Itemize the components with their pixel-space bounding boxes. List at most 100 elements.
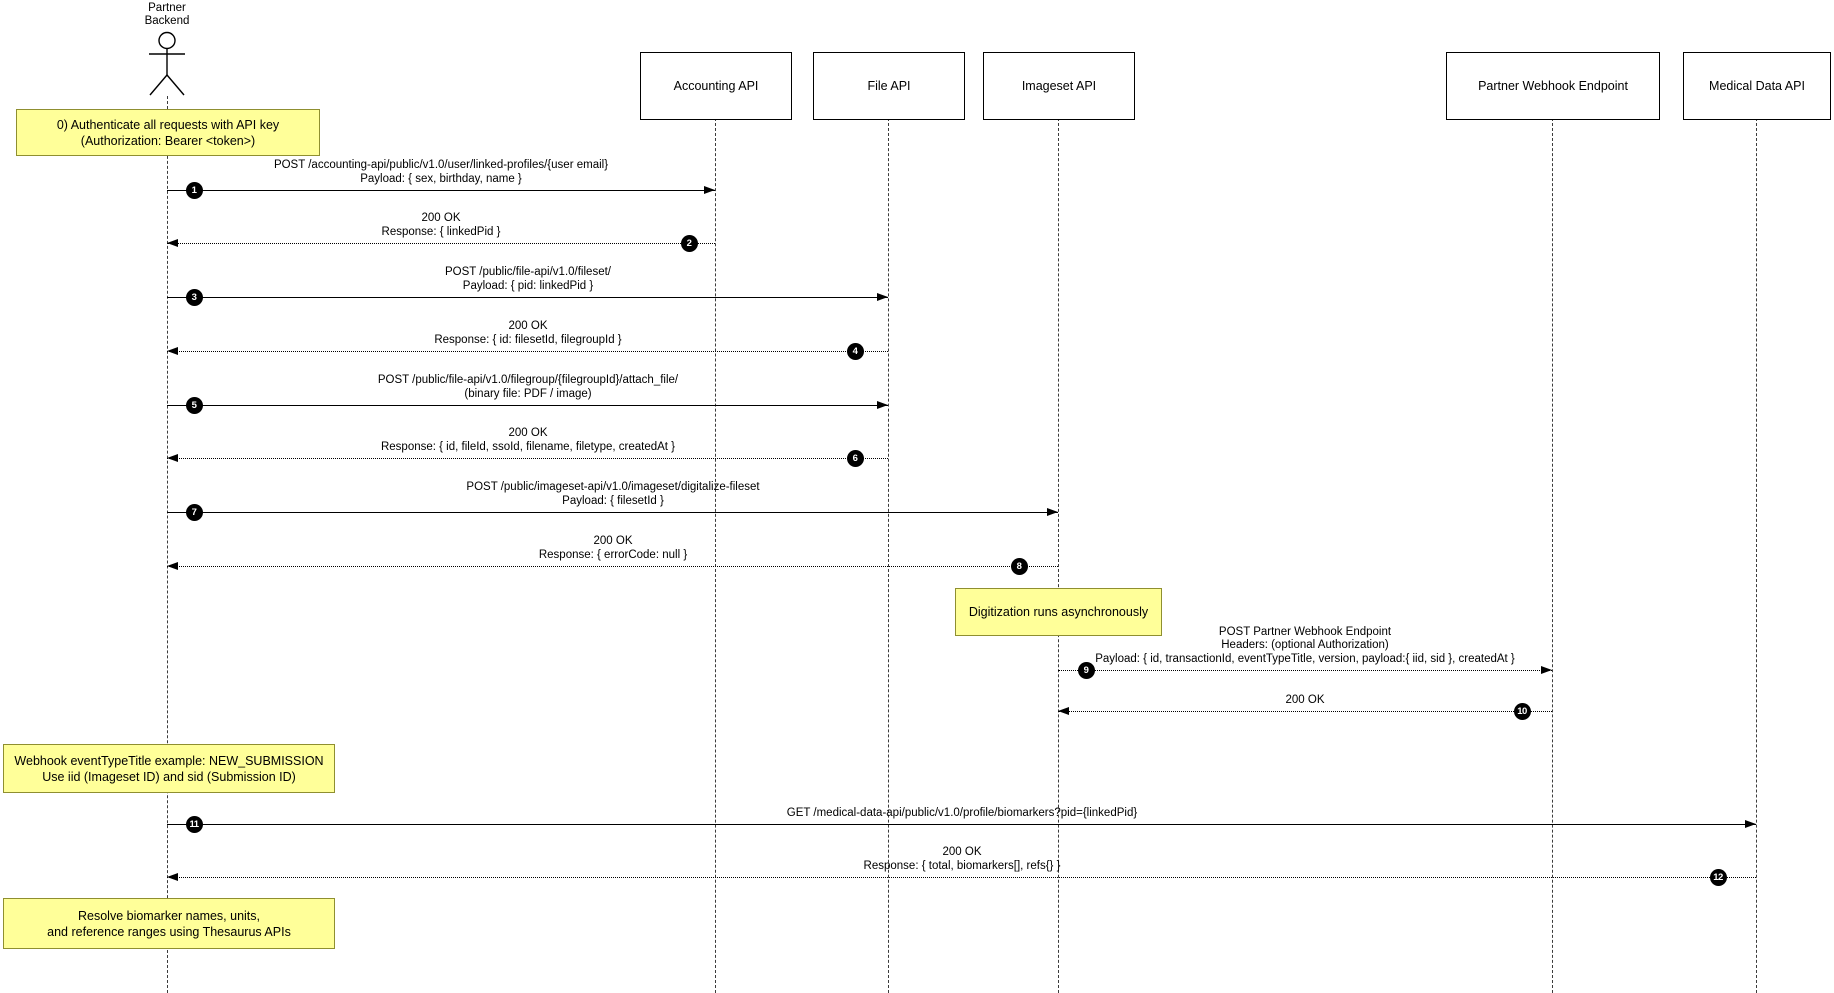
participant-label: Imageset API xyxy=(1021,79,1097,93)
message-arrowhead-icon xyxy=(167,239,178,247)
message-arrowhead-icon xyxy=(1047,508,1058,516)
message-line xyxy=(167,190,715,191)
message-line xyxy=(167,351,888,352)
message-number-badge: 8 xyxy=(1010,558,1028,575)
message-label-line: Response: { id: filesetId, filegroupId } xyxy=(434,333,622,346)
message-number-badge: 7 xyxy=(185,504,203,521)
participant-label: Medical Data API xyxy=(1709,79,1805,93)
message-line xyxy=(167,297,888,298)
message-label-line: Headers: (optional Authorization) xyxy=(1221,639,1389,651)
message-label: POST /public/file-api/v1.0/fileset/Paylo… xyxy=(128,266,928,293)
person-icon xyxy=(149,31,185,96)
message-arrowhead-icon xyxy=(167,454,178,462)
message-label: 200 OK xyxy=(905,694,1705,708)
message-label-line: Payload: { filesetId } xyxy=(562,494,664,507)
message-arrowhead-icon xyxy=(167,347,178,355)
note-line: and reference ranges using Thesaurus API… xyxy=(47,924,291,939)
message-label-line: Payload: { pid: linkedPid } xyxy=(462,279,594,292)
lifeline-accounting-api xyxy=(715,118,716,993)
message-label-line: POST Partner Webhook Endpoint xyxy=(1218,625,1392,638)
message-number-badge: 10 xyxy=(1513,703,1531,720)
message-arrowhead-icon xyxy=(1058,707,1069,715)
message-number-badge: 9 xyxy=(1077,662,1095,679)
message-number-badge: 12 xyxy=(1709,869,1727,886)
actor-label-line: Partner xyxy=(148,2,186,14)
message-label-line: 200 OK xyxy=(508,320,548,332)
message-label-line: Response: { errorCode: null } xyxy=(538,548,688,561)
message-label-line: 200 OK xyxy=(593,535,633,547)
message-number-badge: 1 xyxy=(185,182,203,199)
message-arrowhead-icon xyxy=(1541,666,1552,674)
message-number-badge: 5 xyxy=(185,397,203,414)
participant-file-api: File API xyxy=(813,52,965,120)
message-line xyxy=(167,243,715,244)
participant-label: File API xyxy=(867,79,911,93)
lifeline-imageset-api xyxy=(1058,118,1059,993)
participant-label: Accounting API xyxy=(673,79,759,93)
participant-accounting-api: Accounting API xyxy=(640,52,792,120)
message-label: GET /medical-data-api/public/v1.0/profil… xyxy=(562,807,1362,821)
note-thesaurus: Resolve biomarker names, units,and refer… xyxy=(3,898,335,949)
message-label-line: POST /accounting-api/public/v1.0/user/li… xyxy=(273,159,609,171)
message-number-badge: 2 xyxy=(680,235,698,252)
message-label: POST /public/file-api/v1.0/filegroup/{fi… xyxy=(128,374,928,401)
note-line: Resolve biomarker names, units, xyxy=(77,908,261,923)
message-label-line: Response: { id, fileId, ssoId, filename,… xyxy=(380,440,676,453)
message-line xyxy=(1058,711,1552,712)
note-line: Use iid (Imageset ID) and sid (Submissio… xyxy=(42,769,296,784)
note-line: Webhook eventTypeTitle example: NEW_SUBM… xyxy=(14,753,324,768)
message-label-line: Payload: { id, transactionId, eventTypeT… xyxy=(1095,652,1515,665)
lifeline-medical-data-api xyxy=(1756,118,1757,993)
message-label-line: POST /public/file-api/v1.0/fileset/ xyxy=(445,266,611,278)
message-label-line: 200 OK xyxy=(508,427,548,439)
message-arrowhead-icon xyxy=(1745,820,1756,828)
message-number-badge: 3 xyxy=(185,289,203,306)
message-label-line: GET /medical-data-api/public/v1.0/profil… xyxy=(786,806,1138,819)
lifeline-file-api xyxy=(888,118,889,993)
message-label-line: 200 OK xyxy=(1285,693,1325,706)
message-label-line: (binary file: PDF / image) xyxy=(464,387,592,400)
lifeline-partner-webhook xyxy=(1552,118,1553,993)
message-line xyxy=(167,405,888,406)
message-label-line: POST /public/file-api/v1.0/filegroup/{fi… xyxy=(377,374,679,386)
message-label-line: Response: { total, biomarkers[], refs{} … xyxy=(863,859,1061,872)
message-line xyxy=(167,458,888,459)
message-line xyxy=(167,512,1058,513)
message-line xyxy=(167,566,1058,567)
message-arrowhead-icon xyxy=(877,401,888,409)
message-line xyxy=(1058,670,1552,671)
message-label-line: 200 OK xyxy=(421,212,461,224)
note-line: Digitization runs asynchronously xyxy=(968,605,1149,619)
message-arrowhead-icon xyxy=(704,186,715,194)
message-arrowhead-icon xyxy=(167,562,178,570)
message-label-line: 200 OK xyxy=(942,846,982,858)
note-webhook-example: Webhook eventTypeTitle example: NEW_SUBM… xyxy=(3,744,335,793)
message-label: POST /accounting-api/public/v1.0/user/li… xyxy=(41,159,841,186)
message-label-line: Payload: { sex, birthday, name } xyxy=(360,172,522,185)
note-line: (Authorization: Bearer <token>) xyxy=(80,133,256,148)
message-number-badge: 6 xyxy=(846,450,864,467)
actor-label: Partner Backend xyxy=(107,2,227,28)
participant-medical-data-api: Medical Data API xyxy=(1683,52,1831,120)
message-number-badge: 11 xyxy=(185,816,203,833)
note-line: 0) Authenticate all requests with API ke… xyxy=(56,117,280,132)
actor-label-line: Backend xyxy=(144,15,190,27)
note-auth: 0) Authenticate all requests with API ke… xyxy=(16,109,320,156)
participant-imageset-api: Imageset API xyxy=(983,52,1135,120)
message-number-badge: 4 xyxy=(846,343,864,360)
message-line xyxy=(167,824,1756,825)
lifeline-partner-backend xyxy=(167,96,168,993)
message-arrowhead-icon xyxy=(877,293,888,301)
participant-partner-webhook: Partner Webhook Endpoint xyxy=(1446,52,1660,120)
participant-label: Partner Webhook Endpoint xyxy=(1478,79,1628,93)
message-label: POST /public/imageset-api/v1.0/imageset/… xyxy=(213,481,1013,508)
message-label-line: Response: { linkedPid } xyxy=(381,225,501,238)
note-digitization: Digitization runs asynchronously xyxy=(955,588,1162,636)
